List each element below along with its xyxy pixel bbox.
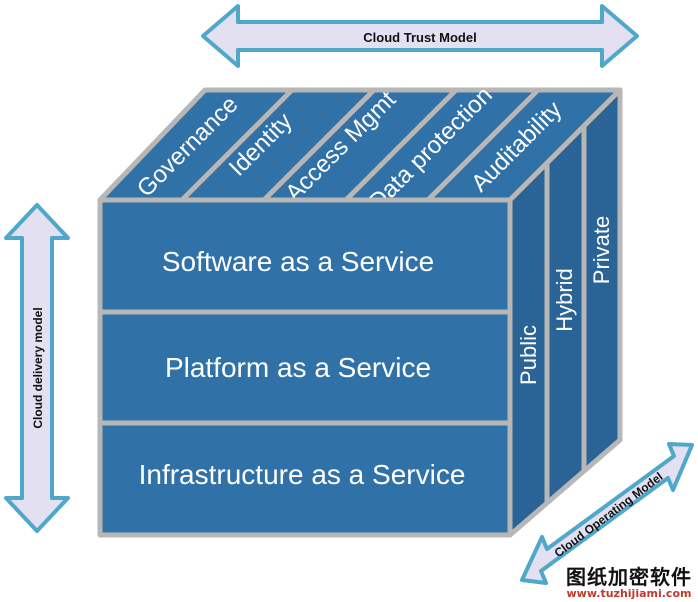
layer-label-iaas: Infrastructure as a Service	[139, 459, 466, 490]
watermark-text: 图纸加密软件	[566, 565, 692, 589]
watermark: 图纸加密软件 www.tuzhijiami.com	[566, 566, 692, 600]
operating-item-private: Private	[589, 216, 614, 284]
cloud-trust-model-arrow: Cloud Trust Model	[201, 4, 639, 68]
watermark-url: www.tuzhijiami.com	[566, 587, 692, 600]
cube-front-face: Software as a Service Platform as a Serv…	[97, 197, 513, 538]
cloud-delivery-model-arrow: Cloud delivery model	[4, 203, 70, 533]
cloud-trust-model-label: Cloud Trust Model	[363, 30, 476, 45]
operating-item-hybrid: Hybrid	[552, 268, 577, 332]
iaas-layer	[100, 423, 510, 535]
paas-layer	[100, 312, 510, 423]
cloud-delivery-model-label: Cloud delivery model	[31, 307, 45, 428]
layer-label-saas: Software as a Service	[162, 246, 434, 277]
operating-item-public: Public	[516, 325, 541, 385]
cube-side-face: Public Hybrid Private	[507, 87, 623, 538]
saas-layer	[100, 200, 510, 312]
layer-label-paas: Platform as a Service	[165, 352, 431, 383]
